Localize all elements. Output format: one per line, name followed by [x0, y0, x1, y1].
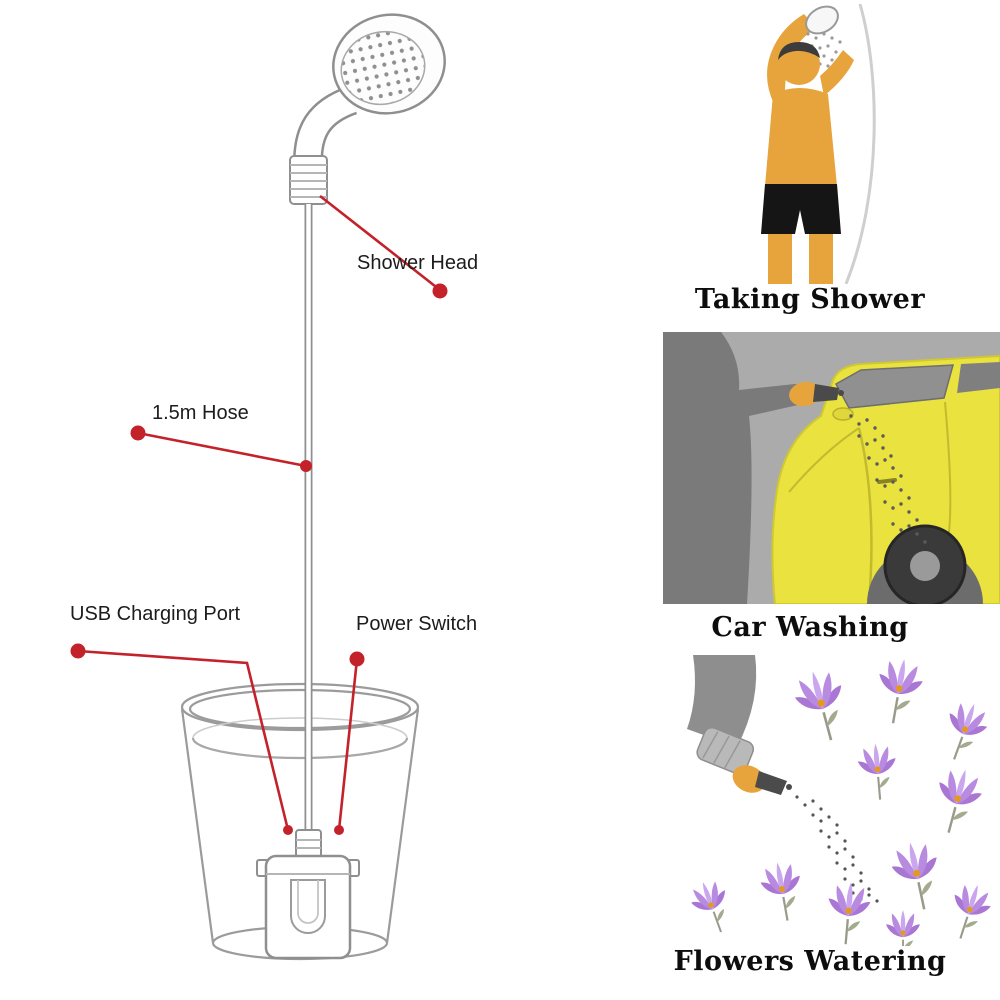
- label-usb-charging-port: USB Charging Port: [70, 603, 241, 625]
- panel-car-washing: [663, 332, 1000, 604]
- water-curtain-line: [844, 4, 876, 284]
- label-power-switch: Power Switch: [356, 613, 478, 635]
- yellow-car: [771, 354, 1000, 604]
- spray-dots: [795, 795, 879, 903]
- label-hose: 1.5m Hose: [152, 402, 249, 424]
- spray-dots: [849, 414, 927, 544]
- car-washing-illustration: [663, 332, 1000, 604]
- shower-pump-diagram: [70, 13, 448, 961]
- callout-lines: [70, 194, 448, 835]
- shower-person: [761, 5, 854, 284]
- caption-taking-shower: Taking Shower: [694, 284, 926, 315]
- flowers-watering-illustration: [663, 655, 997, 946]
- panel-taking-shower: [688, 4, 1000, 284]
- washing-person: [663, 332, 844, 604]
- shower-head-icon: [293, 13, 446, 163]
- pump-unit: [256, 829, 360, 960]
- hose-connector: [289, 155, 328, 205]
- watering-arm: [663, 655, 792, 795]
- taking-shower-illustration: [761, 4, 876, 284]
- caption-car-washing: Car Washing: [711, 612, 909, 643]
- panel-flowers-watering: [663, 655, 1000, 946]
- caption-flowers-watering: Flowers Watering: [673, 946, 947, 977]
- label-shower-head: Shower Head: [357, 252, 479, 274]
